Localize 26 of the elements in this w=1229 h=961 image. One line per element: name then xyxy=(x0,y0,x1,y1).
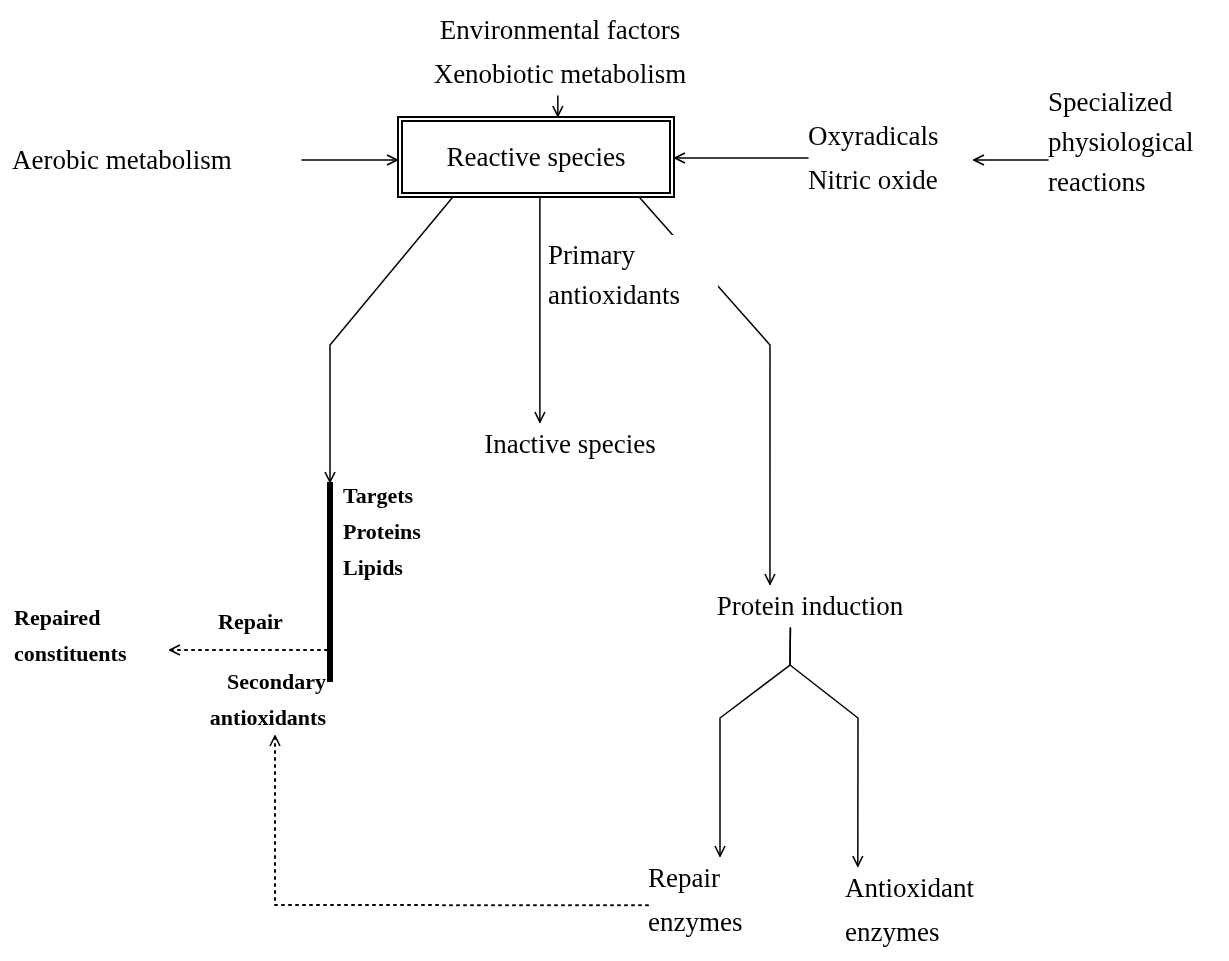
arrow xyxy=(674,152,809,164)
defense-label: Secondary antioxidants xyxy=(176,664,326,736)
process-box: Reactive species xyxy=(397,116,675,198)
process-label: Protein induction xyxy=(670,584,950,628)
output-label: Antioxidant enzymes xyxy=(845,866,1005,954)
arrow xyxy=(324,197,453,483)
output-label: Repaired constituents xyxy=(14,600,170,672)
dotted-arrow xyxy=(169,644,328,656)
arrow xyxy=(973,154,1049,166)
input-label: Xenobiotic metabolism xyxy=(432,58,688,91)
target-bar xyxy=(327,482,333,682)
arrow xyxy=(534,197,546,423)
source-label: Aerobic metabolism xyxy=(12,138,302,182)
target-label: Lipids xyxy=(343,554,404,582)
arrow xyxy=(552,95,564,117)
arrow xyxy=(301,154,398,166)
dotted-arrow xyxy=(269,735,649,907)
source-label: Nitric oxide xyxy=(808,164,939,197)
target-label: Targets xyxy=(343,482,415,510)
output-label: Repair enzymes xyxy=(648,856,768,944)
output-label: Inactive species xyxy=(455,422,685,466)
input-label: Environmental factors xyxy=(438,14,682,47)
arrow xyxy=(789,627,864,867)
source-label: Oxyradicals xyxy=(808,120,940,153)
target-label: Proteins xyxy=(343,518,421,546)
source-label: Specialized physiological reactions xyxy=(1048,82,1226,202)
